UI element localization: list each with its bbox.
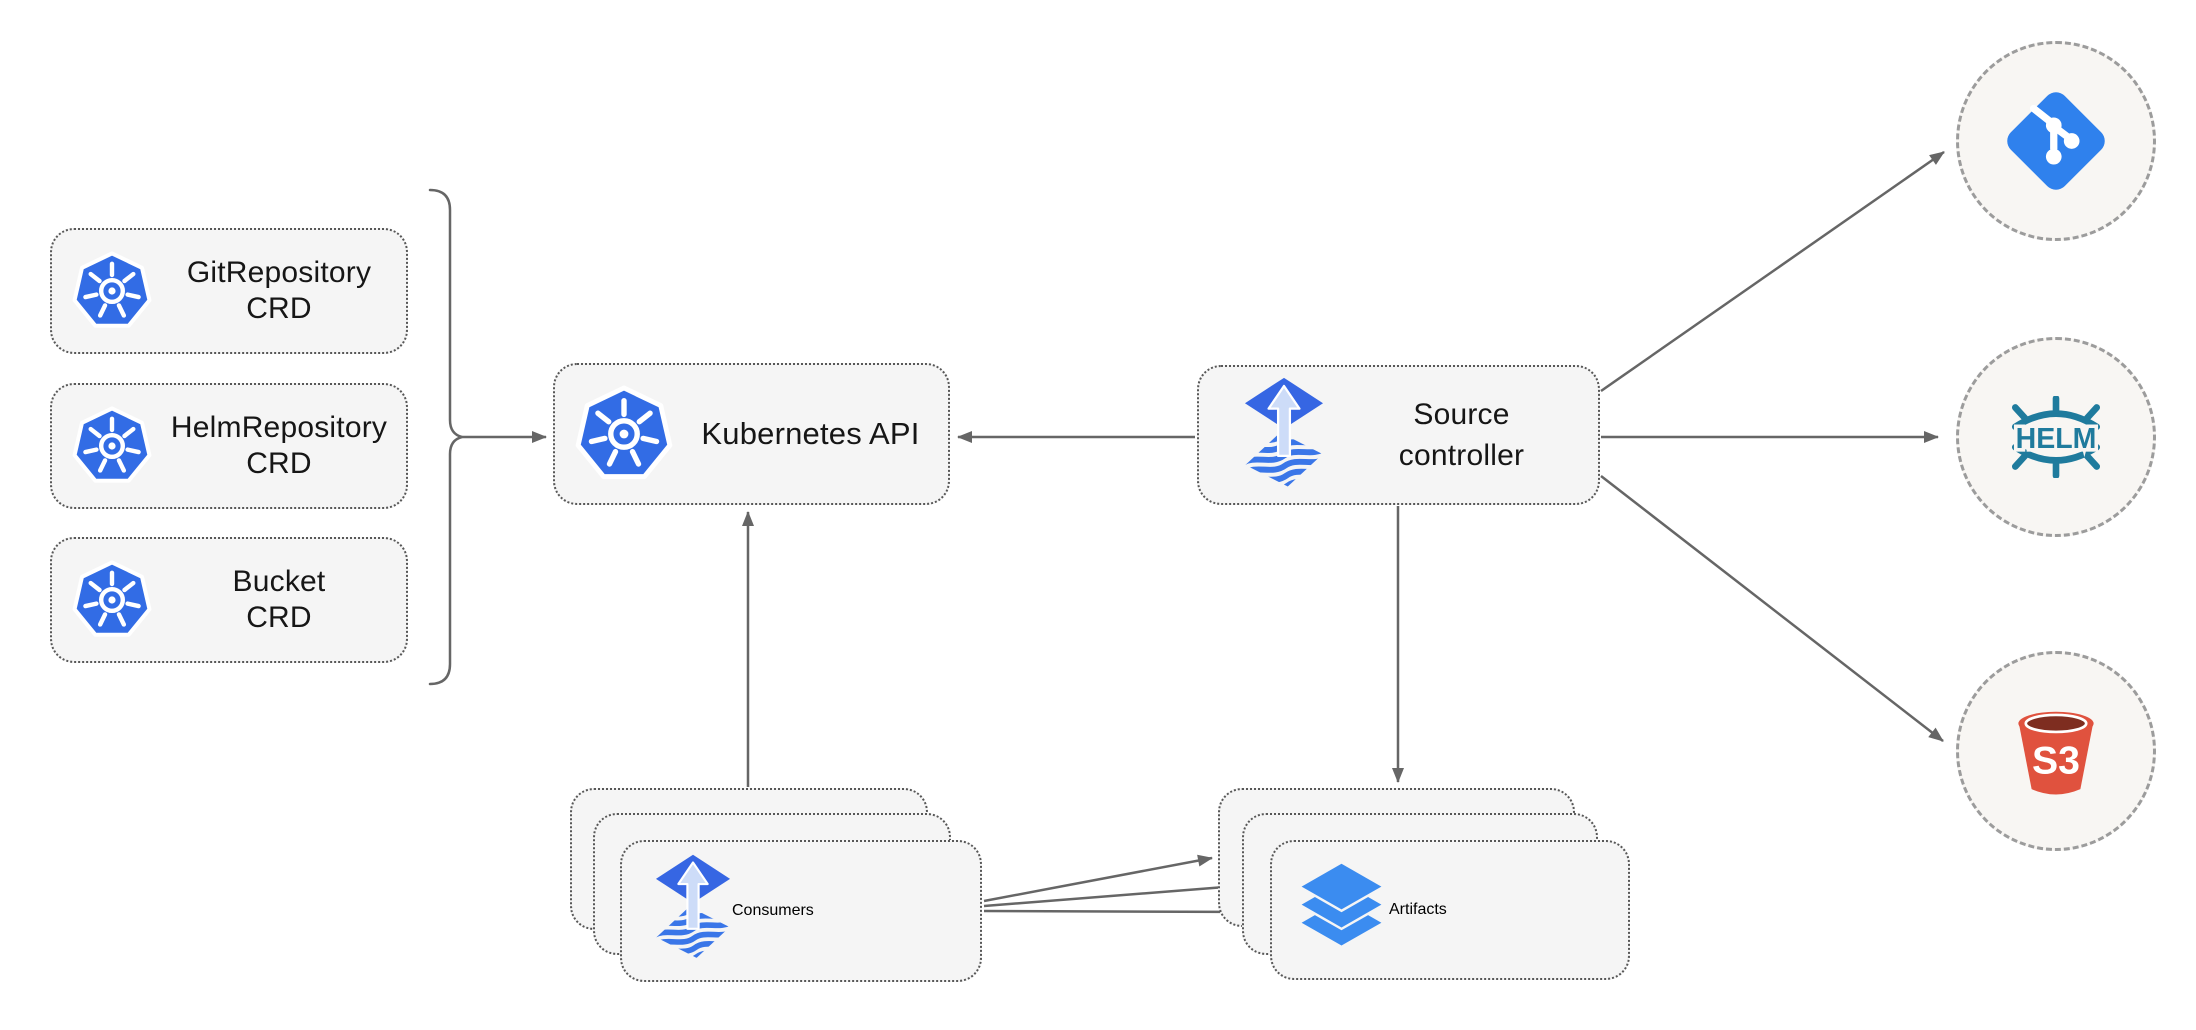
kubernetes-icon <box>575 385 673 483</box>
node-helmrepository-crd: HelmRepository CRD <box>50 383 408 509</box>
node-label-line: CRD <box>246 447 312 480</box>
edge-consumers-to-artifacts-1 <box>983 854 1213 903</box>
edge-consumers-to-artifacts-3 <box>983 905 1264 918</box>
node-label-line: GitRepository <box>186 256 372 289</box>
node-artifacts: Artifacts <box>1270 840 1630 980</box>
edge-source-controller-to-git <box>1600 150 1945 393</box>
node-label-line: Bucket <box>232 565 326 598</box>
node-source-controller-label: Source controller <box>1325 394 1598 476</box>
node-s3-source <box>1956 651 2156 851</box>
edge-source-controller-to-s3 <box>1600 475 1944 742</box>
node-gitrepository-crd-label: GitRepository CRD <box>152 255 406 327</box>
node-label-line: HelmRepository <box>170 411 388 444</box>
git-icon <box>2000 85 2112 197</box>
kubernetes-icon <box>72 406 152 486</box>
node-kubernetes-api: Kubernetes API <box>553 363 950 505</box>
node-git-source <box>1956 41 2156 241</box>
crd-group-bracket <box>428 188 463 686</box>
node-bucket-crd: Bucket CRD <box>50 537 408 663</box>
helm-wheel-icon <box>1999 396 2113 478</box>
node-label-line: Source <box>1413 398 1510 431</box>
node-artifacts-label: Artifacts <box>1389 901 1447 918</box>
node-consumers: Consumers <box>620 840 982 982</box>
kubernetes-icon <box>72 251 152 331</box>
node-gitrepository-crd: GitRepository CRD <box>50 228 408 354</box>
node-source-controller: Source controller <box>1197 365 1600 505</box>
node-label-line: controller <box>1398 439 1525 472</box>
node-helmrepository-crd-label: HelmRepository CRD <box>152 410 406 482</box>
s3-bucket-icon <box>2003 698 2109 804</box>
layers-icon <box>1294 860 1389 955</box>
node-label-line: CRD <box>246 601 312 634</box>
flux-icon <box>654 853 732 965</box>
edge-consumers-to-artifacts-2 <box>983 881 1239 908</box>
flux-icon <box>1243 376 1325 494</box>
node-label-line: CRD <box>246 292 312 325</box>
node-helm-source <box>1956 337 2156 537</box>
kubernetes-icon <box>72 560 152 640</box>
node-bucket-crd-label: Bucket CRD <box>152 564 406 636</box>
node-kubernetes-api-label: Kubernetes API <box>701 416 920 451</box>
node-consumers-label: Consumers <box>732 902 814 919</box>
